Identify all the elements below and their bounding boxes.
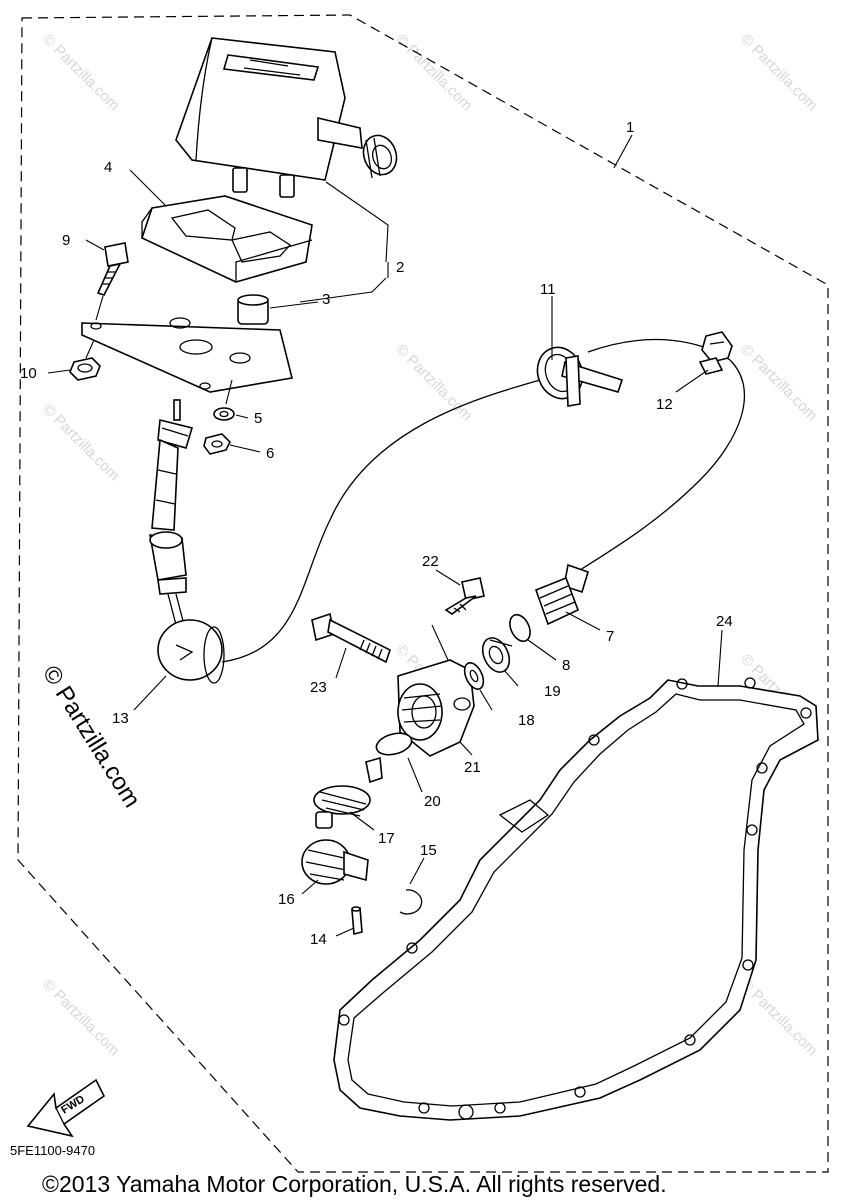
part-gear-17 [313,756,383,829]
callout-15: 15 [420,842,437,859]
callout-22: 22 [422,553,439,570]
callout-5: 5 [254,410,262,427]
callout-3: 3 [322,291,330,308]
part-oring-20 [375,732,413,756]
copyright-notice: ©2013 Yamaha Motor Corporation, U.S.A. A… [42,1171,667,1197]
callout-13: 13 [112,710,129,727]
part-circlip-15 [399,889,423,915]
part-nut-10 [69,339,101,381]
part-bolt-23 [311,612,391,664]
part-bearing-19 [481,637,513,673]
part-gasket-24 [333,677,819,1121]
diagram-code: 5FE1100-9470 [10,1143,95,1158]
part-cable-end-7 [534,563,589,626]
watermark-text: © Partzilla.com [392,31,475,114]
part-gear-housing-21 [397,624,475,757]
callout-17: 17 [378,830,395,847]
callout-24: 24 [716,613,733,630]
watermark-text: © Partzilla.com [392,341,475,424]
callout-9: 9 [62,232,70,249]
callout-1: 1 [626,119,634,136]
callout-23: 23 [310,679,327,696]
part-bolt-9 [95,242,129,321]
part-cable-band-11 [536,346,624,407]
callout-14: 14 [310,931,327,948]
callout-19: 19 [544,683,561,700]
callout-2: 2 [396,259,404,276]
watermark-text: © Partzilla.com [39,401,122,484]
watermark-text: © Partzilla.com [737,31,820,114]
part-screw-22 [444,577,485,615]
callout-11: 11 [540,281,556,298]
assembly-boundary [17,14,829,1173]
callout-21: 21 [464,759,481,776]
callout-12: 12 [656,396,673,413]
fwd-arrow-icon: FWD [26,1078,106,1138]
part-nut-6 [203,433,231,455]
callout-labels: 1 2 3 4 5 6 7 8 9 10 11 12 13 14 15 16 1… [20,119,733,948]
callout-20: 20 [424,793,441,810]
part-cable-grommet-13 [157,619,225,684]
part-mount-plate [81,317,293,393]
watermark-text: © Partzilla.com [39,31,122,114]
part-cable-clip-12 [698,331,733,375]
part-washer-5 [213,379,235,421]
watermark-text: © Partzilla.com [737,341,820,424]
callout-10: 10 [20,365,37,382]
watermark-text: © Partzilla.com [737,976,820,1059]
callout-16: 16 [278,891,295,908]
part-pin-14 [351,906,363,936]
watermark-text: © Partzilla.com [39,976,122,1059]
part-washer-18 [463,662,485,690]
leader-lines [47,134,723,937]
part-meter-unit [175,37,398,198]
partzilla-watermark: © Partzilla.com [37,661,146,812]
part-bracket [141,195,313,283]
part-grommet [237,294,269,325]
part-gear-16 [301,839,369,885]
callout-7: 7 [606,628,614,645]
callout-18: 18 [518,712,535,729]
callout-6: 6 [266,445,274,462]
callout-8: 8 [562,657,570,674]
part-oring-8 [509,613,531,643]
callout-4: 4 [104,159,112,176]
part-meter-cable [149,338,746,663]
